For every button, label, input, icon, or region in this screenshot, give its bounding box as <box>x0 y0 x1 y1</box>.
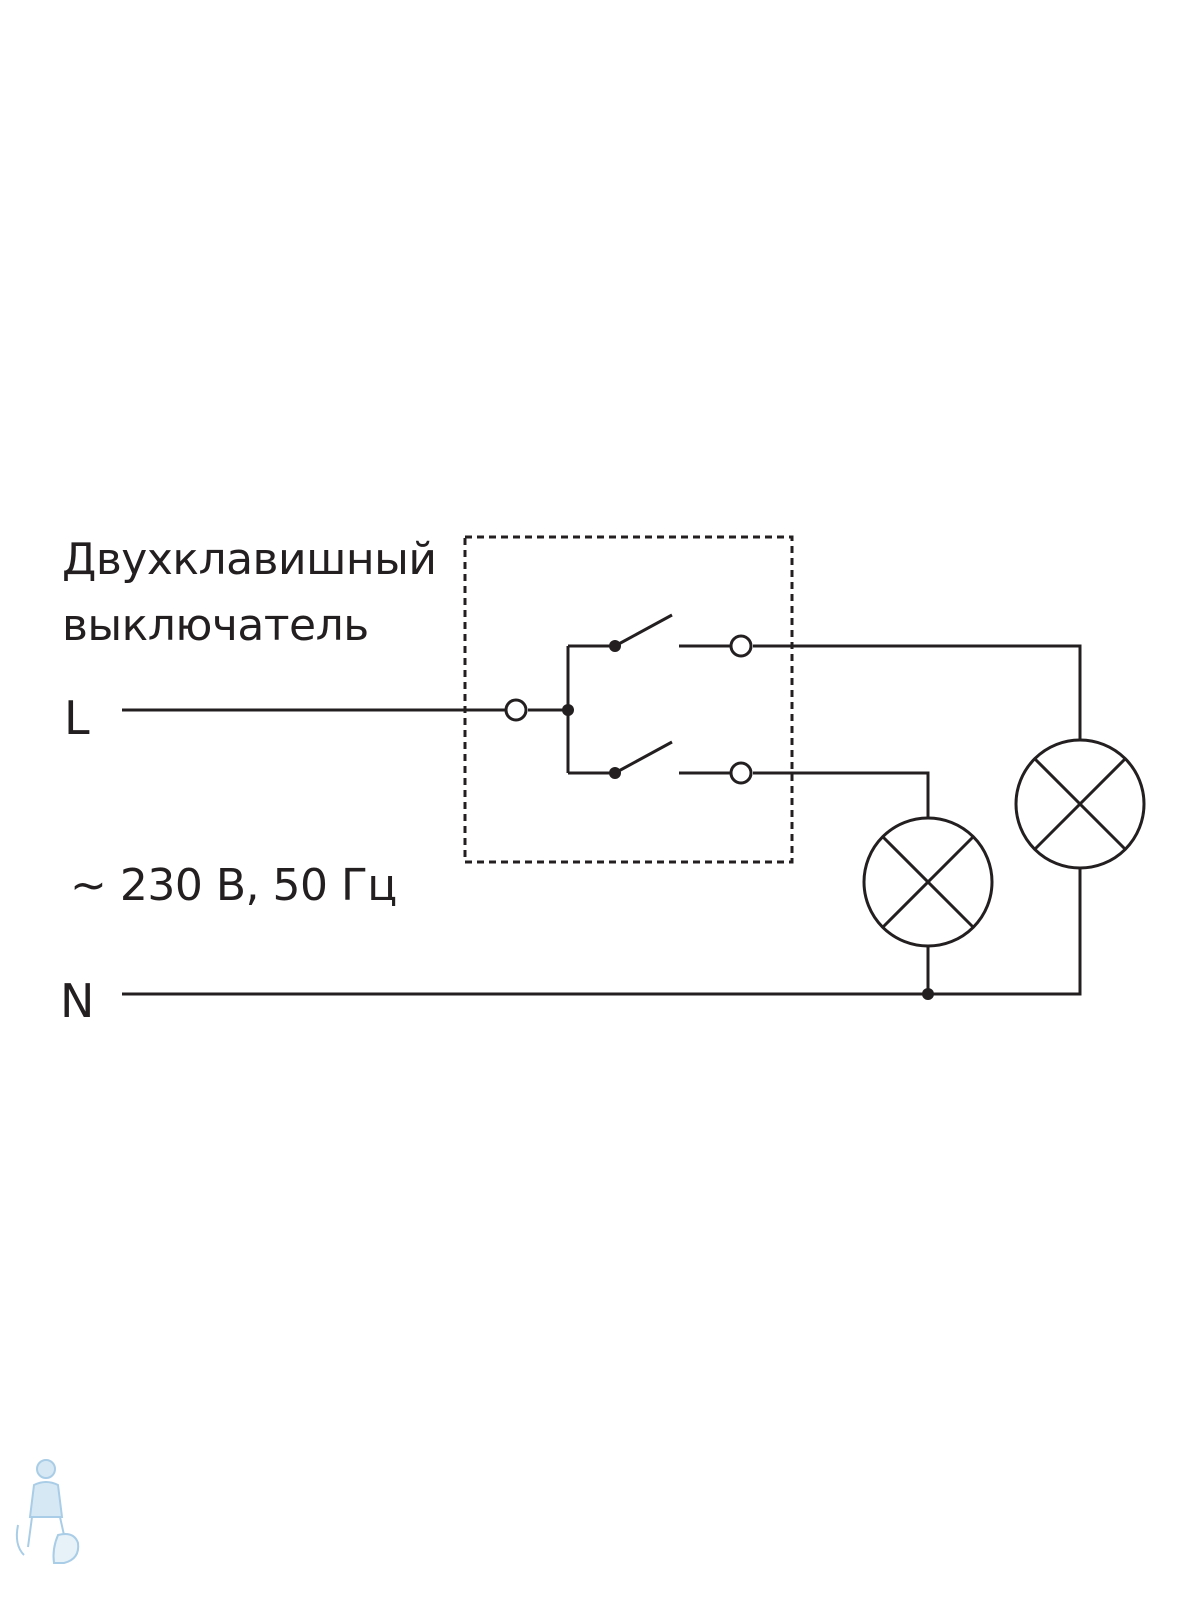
phase-label: L <box>64 691 90 745</box>
plumber-mascot-icon <box>15 1459 80 1564</box>
input-terminal <box>504 698 528 722</box>
lamp1-feed-wire <box>753 771 930 818</box>
lamp2-feed-wire <box>753 644 1082 740</box>
upper-output-terminal <box>729 634 753 658</box>
switch-box <box>463 535 794 864</box>
lower-output-terminal <box>729 761 753 785</box>
lamp-2 <box>1014 738 1146 870</box>
lamp2-return-wire <box>928 868 1082 996</box>
switch-junction-dot <box>562 704 574 716</box>
neutral-label: N <box>60 974 95 1028</box>
supply-label: ~ 230 В, 50 Гц <box>70 860 397 911</box>
lamp-1 <box>862 816 994 948</box>
upper-key-contact <box>614 613 673 648</box>
lower-key-pivot-dot <box>609 767 621 779</box>
upper-key-pivot-dot <box>609 640 621 652</box>
lower-key-contact <box>614 740 673 775</box>
diagram-title-line2: выключатель <box>62 600 369 651</box>
neutral-junction-dot <box>922 988 934 1000</box>
diagram-title-line1: Двухклавишный <box>62 534 437 585</box>
